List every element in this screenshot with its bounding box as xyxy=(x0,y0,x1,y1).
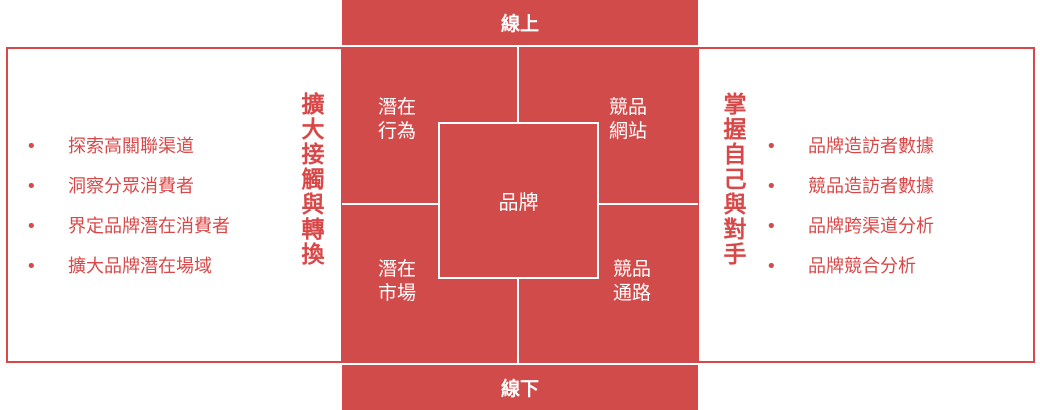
right-panel-title: 掌握自己與對手 xyxy=(719,92,745,267)
bullet-icon: • xyxy=(26,176,37,197)
top-band-online: 線上 xyxy=(342,0,698,45)
list-item-label: 品牌造訪者數據 xyxy=(808,136,934,157)
quadrant-label: 潛在 xyxy=(378,258,417,280)
list-item-label: 界定品牌潛在消費者 xyxy=(68,216,230,237)
list-item: • 探索高關聯渠道 xyxy=(26,127,286,167)
list-item-label: 競品造訪者數據 xyxy=(808,176,934,197)
list-item: • 界定品牌潛在消費者 xyxy=(26,207,286,247)
quadrant-label: 市場 xyxy=(378,282,417,304)
bullet-icon: • xyxy=(766,136,777,157)
divider-horizontal-bottom xyxy=(342,363,698,365)
list-item-label: 擴大品牌潛在場域 xyxy=(68,256,212,277)
bottom-band-offline: 線下 xyxy=(342,365,698,410)
bullet-icon: • xyxy=(766,216,777,237)
list-item: • 洞察分眾消費者 xyxy=(26,167,286,207)
quadrant-label: 行為 xyxy=(378,120,417,142)
bullet-icon: • xyxy=(26,136,37,157)
list-item-label: 品牌跨渠道分析 xyxy=(808,216,934,237)
brand-center-box: 品牌 xyxy=(438,122,599,279)
right-bullet-list: • 品牌造訪者數據 • 競品造訪者數據 • 品牌跨渠道分析 • 品牌競合分析 xyxy=(766,127,1026,287)
left-panel-title: 擴大接觸與轉換 xyxy=(297,92,323,267)
bullet-icon: • xyxy=(26,256,37,277)
brand-center-label: 品牌 xyxy=(498,190,539,214)
list-item-label: 洞察分眾消費者 xyxy=(68,176,194,197)
quadrant-label: 潛在 xyxy=(378,96,417,118)
quadrant-label: 通路 xyxy=(613,282,652,304)
list-item: • 品牌競合分析 xyxy=(766,247,1026,287)
list-item: • 擴大品牌潛在場域 xyxy=(26,247,286,287)
list-item: • 品牌造訪者數據 xyxy=(766,127,1026,167)
left-panel xyxy=(6,47,343,363)
divider-horizontal-top xyxy=(342,45,698,47)
quadrant-label: 競品 xyxy=(609,96,648,118)
quadrant-label: 網站 xyxy=(609,120,648,142)
quadrant-label: 競品 xyxy=(613,258,652,280)
bullet-icon: • xyxy=(766,176,777,197)
bullet-icon: • xyxy=(766,256,777,277)
list-item-label: 品牌競合分析 xyxy=(808,256,916,277)
list-item-label: 探索高關聯渠道 xyxy=(68,136,194,157)
list-item: • 競品造訪者數據 xyxy=(766,167,1026,207)
right-panel xyxy=(697,47,1035,363)
left-bullet-list: • 探索高關聯渠道 • 洞察分眾消費者 • 界定品牌潛在消費者 • 擴大品牌潛在場域 xyxy=(26,127,286,287)
list-item: • 品牌跨渠道分析 xyxy=(766,207,1026,247)
bullet-icon: • xyxy=(26,216,37,237)
